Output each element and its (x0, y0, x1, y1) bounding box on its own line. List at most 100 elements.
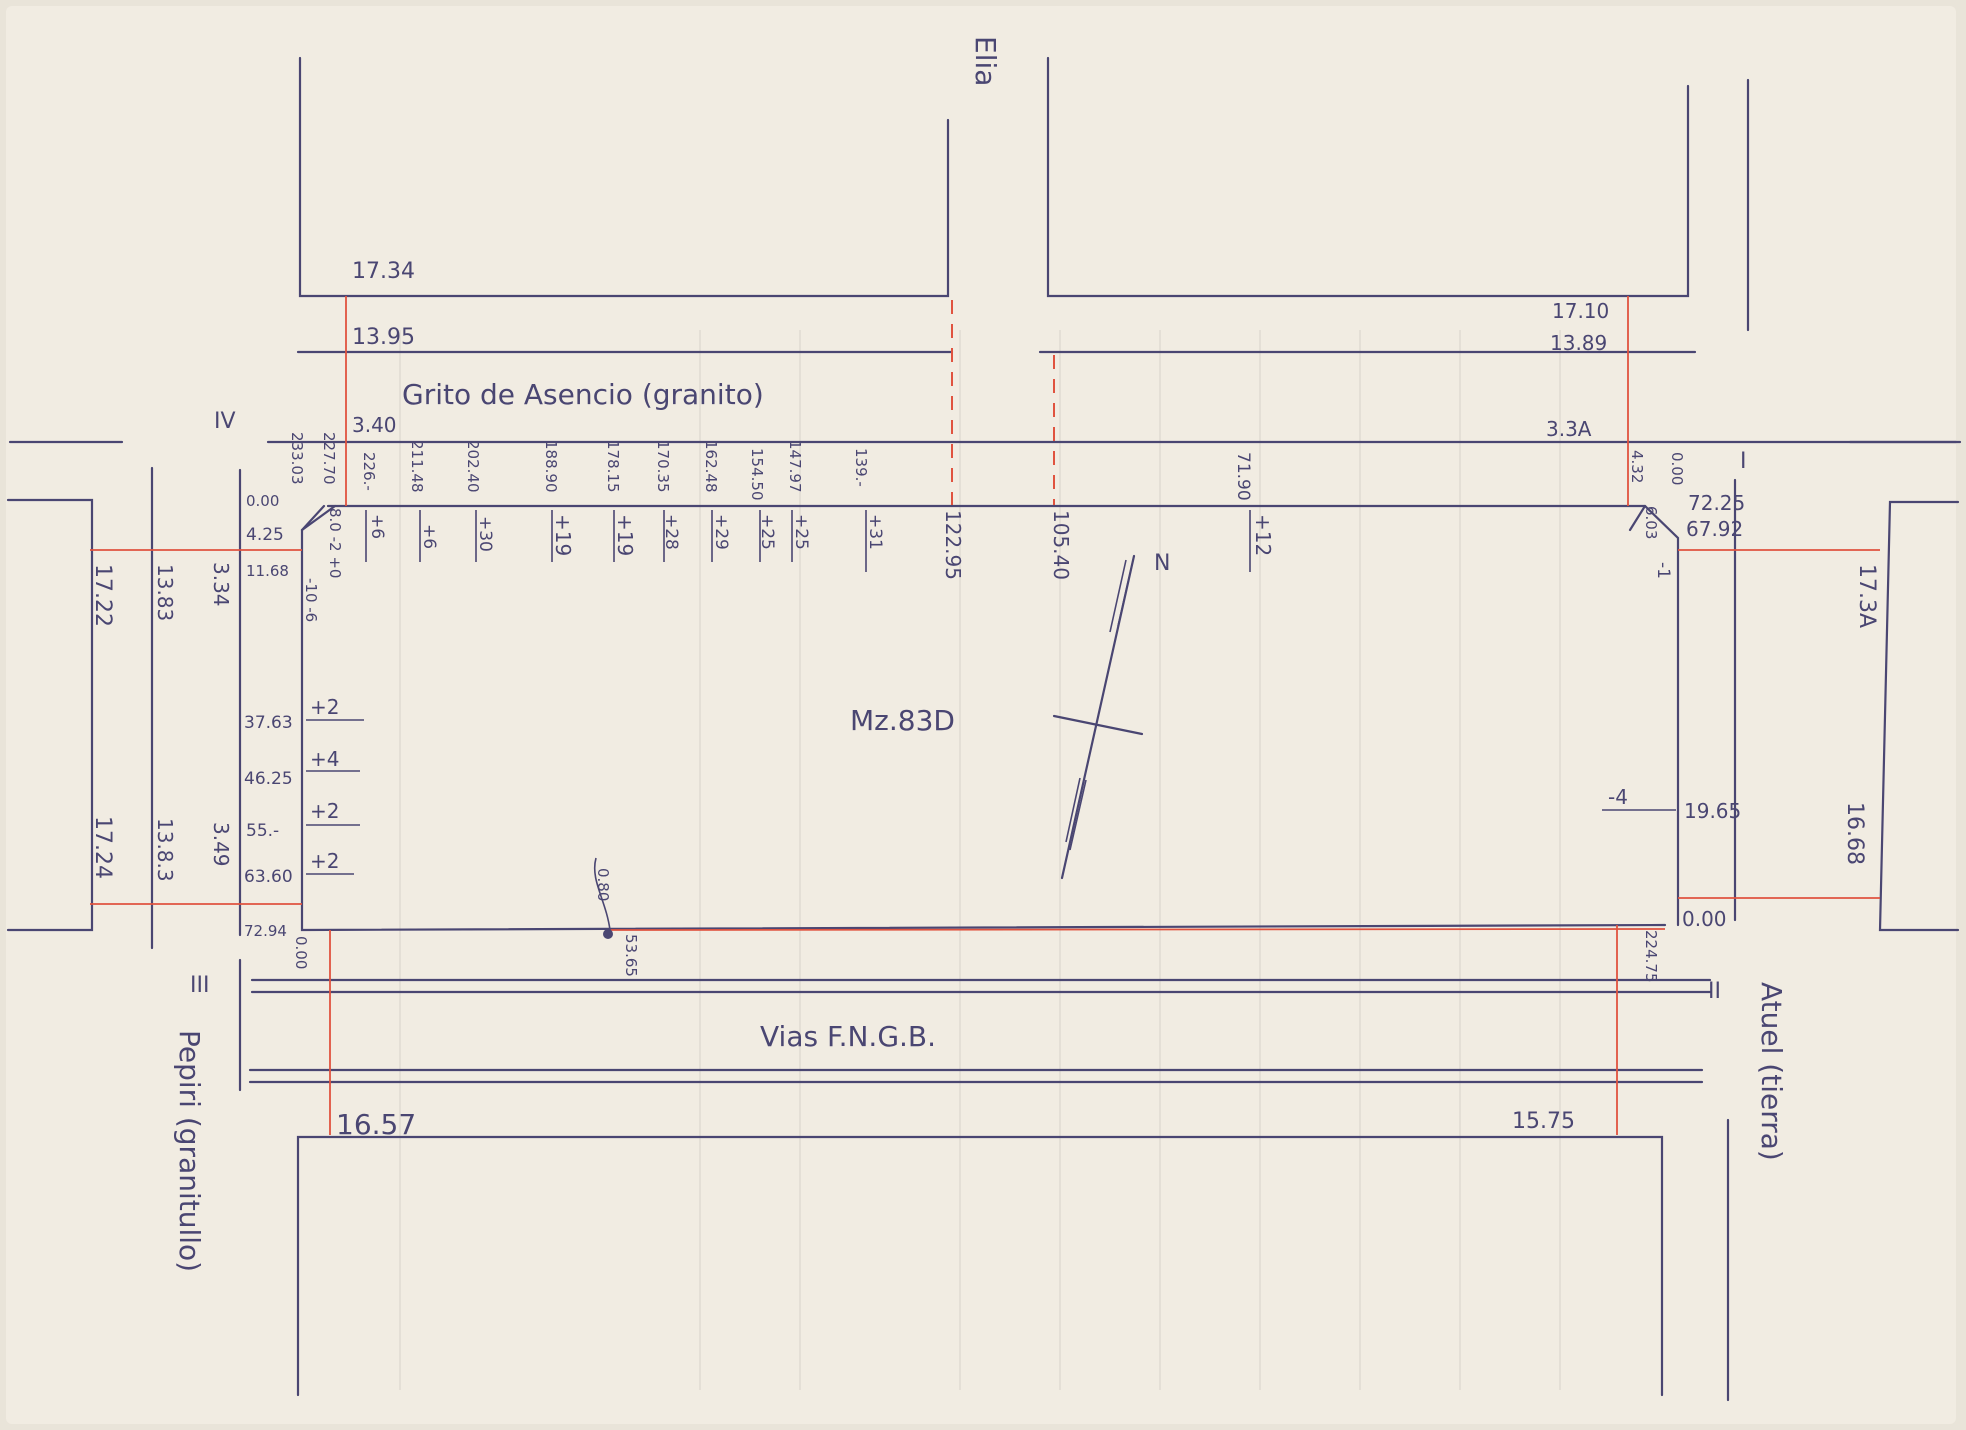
top-progressive: 178.15 (604, 440, 622, 493)
width-label: 13.83 (153, 564, 177, 621)
width-label: 3.40 (352, 413, 397, 437)
left-progressive: 4.25 (246, 525, 284, 545)
width-label: 16.57 (336, 1108, 416, 1141)
top-progressive: 154.50 (748, 448, 766, 501)
street-top-label: Elia (969, 36, 1002, 86)
bottom-progressives: 0.00 53.65 224.75 (292, 930, 1660, 983)
left-level: +4 (310, 747, 339, 771)
top-level-ticks (365, 510, 1251, 572)
chamfer-note: 8.0 -2 +0 (326, 508, 344, 578)
top-progressive: 162.48 (702, 440, 720, 493)
width-label: 17.24 (90, 816, 115, 879)
block-label: Mz.83D (850, 704, 955, 737)
corner-I: I (1740, 449, 1747, 474)
left-progressives: 0.00 4.25 11.68 37.63 46.25 55.- 63.60 7… (244, 492, 293, 940)
right-progressive: 67.92 (1686, 517, 1743, 541)
street-right-label: Atuel (tierra) (1755, 982, 1788, 1161)
top-progressive: 139.- (852, 448, 870, 487)
right-level: -4 (1608, 785, 1628, 809)
top-progressives: 233.03 227.70 226.- 211.48 202.40 188.90… (288, 432, 1253, 580)
left-level: +2 (310, 849, 339, 873)
pipe-mark-icon (593, 857, 613, 939)
top-progressive: 147.97 (786, 440, 804, 493)
top-levels: +6 +6 +30 +19 +19 +28 +29 +25 +25 +31 +1… (367, 514, 1275, 556)
bottom-progressive: 224.75 (1642, 930, 1660, 983)
corner-III: III (190, 973, 209, 998)
left-level: +2 (310, 695, 339, 719)
left-levels: -10 -6 +2 +4 +2 +2 (302, 578, 339, 873)
block-labels: Mz.83D N (850, 551, 1170, 737)
street-main-label: Grito de Asencio (granito) (402, 378, 764, 411)
top-level: +28 (661, 514, 681, 550)
width-label: 16.68 (1842, 802, 1867, 865)
chamfer-note: 6.03 (1642, 506, 1660, 539)
top-level: +30 (475, 516, 495, 552)
top-level: +6 (367, 514, 387, 539)
top-level: +31 (865, 514, 885, 550)
right-progressive: 0.00 (1668, 452, 1686, 485)
right-progressive: 4.32 (1628, 450, 1646, 483)
bottom-progressive: 0.00 (292, 936, 310, 969)
side-blocks (6, 466, 1960, 1092)
corner-IV: IV (214, 409, 236, 434)
top-progressive: 233.03 (288, 432, 306, 485)
width-label: 3.49 (209, 822, 233, 867)
left-level-ticks (306, 719, 1676, 875)
top-progressive: 211.48 (408, 440, 426, 493)
width-label: 17.34 (352, 259, 415, 284)
misc-notes: 8.0 -2 +0 6.03 0.80 (326, 506, 1660, 901)
top-progressive: 202.40 (464, 440, 482, 493)
top-level: +12 (1251, 514, 1275, 556)
corner-labels: I II III IV (190, 409, 1747, 1004)
bottom-blocks (296, 1118, 1730, 1402)
width-label: 17.3A (1854, 564, 1879, 628)
rail-lines (248, 978, 1712, 1084)
top-level: +19 (613, 514, 637, 556)
block-mz83d (300, 504, 1680, 932)
width-label: 13.95 (352, 325, 415, 350)
top-progressive: 122.95 (941, 510, 965, 580)
right-level: -1 (1653, 562, 1673, 579)
left-progressive: 72.94 (244, 922, 287, 940)
red-lines (90, 296, 1880, 1135)
top-blocks (296, 56, 1750, 354)
right-progressive: 72.25 (1688, 491, 1745, 515)
width-label: 3.34 (209, 562, 233, 607)
left-progressive: 46.25 (244, 769, 293, 789)
width-label: 15.75 (1512, 1109, 1575, 1134)
width-labels: 17.34 13.95 17.10 13.89 3.40 3.3A 17.22 … (90, 259, 1879, 1141)
street-labels: Elia Grito de Asencio (granito) Pepiri (… (173, 36, 1788, 1272)
bottom-progressive: 53.65 (622, 934, 640, 977)
top-progressive: 71.90 (1233, 452, 1253, 501)
width-label: 3.3A (1546, 417, 1592, 441)
left-progressive: 55.- (246, 821, 279, 841)
left-progressive: 63.60 (244, 867, 293, 887)
right-progressive: 0.00 (1682, 907, 1727, 931)
top-level: +25 (791, 514, 811, 550)
top-progressive: 188.90 (542, 440, 560, 493)
street-left-label: Pepiri (granitullo) (173, 1030, 206, 1272)
pipe-note: 0.80 (594, 868, 612, 901)
left-level: +2 (310, 799, 339, 823)
width-label: 17.22 (90, 564, 115, 627)
left-progressive: 37.63 (244, 713, 293, 733)
north-arrow-icon (1052, 554, 1144, 880)
corner-II: II (1708, 979, 1721, 1004)
top-level: +25 (757, 514, 777, 550)
width-label: 13.89 (1550, 331, 1607, 355)
top-level: +6 (419, 524, 439, 549)
left-progressive: 11.68 (246, 562, 289, 580)
right-progressive: 19.65 (1684, 799, 1741, 823)
top-progressive: 105.40 (1049, 510, 1073, 580)
top-progressive: 227.70 (320, 432, 338, 485)
top-progressive: 226.- (360, 452, 378, 491)
width-label: 13.8.3 (153, 818, 177, 882)
top-level: +29 (711, 514, 731, 550)
north-label: N (1154, 551, 1170, 576)
left-level: -10 -6 (302, 578, 320, 622)
top-level: +19 (551, 514, 575, 556)
right-progressives: 0.00 4.32 72.25 67.92 -1 19.65 -4 0.00 (1608, 450, 1745, 931)
rail-label: Vias F.N.G.B. (760, 1020, 936, 1053)
top-progressive: 170.35 (654, 440, 672, 493)
